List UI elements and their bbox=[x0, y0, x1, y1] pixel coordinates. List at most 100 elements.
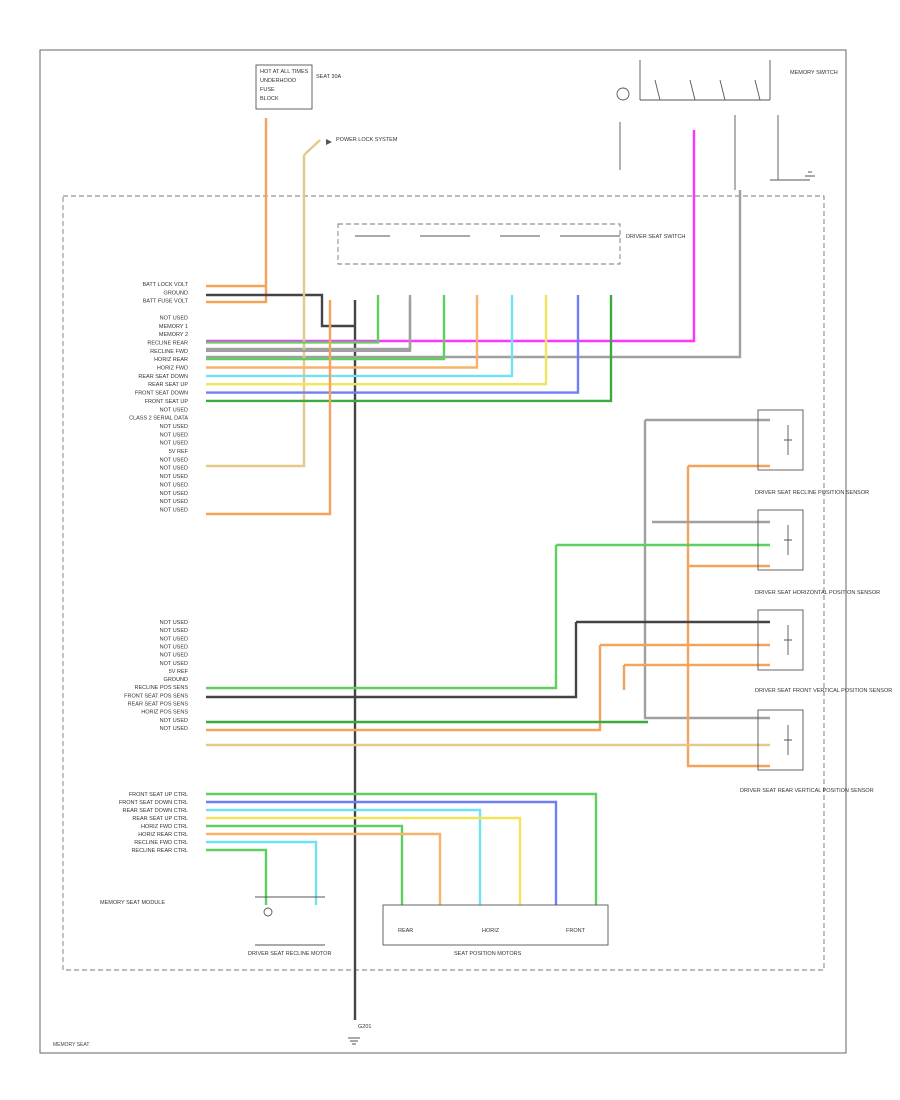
module-pin-label: NOT USED bbox=[160, 653, 188, 659]
module-pin-label: NOT USED bbox=[160, 499, 188, 505]
fuse-block-line-3: FUSE bbox=[260, 87, 275, 93]
wire-rear-up-ctrl bbox=[206, 816, 522, 905]
seat-switch-assembly: DRIVER SEAT SWITCH bbox=[337, 223, 685, 265]
sensor-3-label: DRIVER SEAT FRONT VERTICAL POSITION SENS… bbox=[755, 688, 892, 694]
recline-motor: DRIVER SEAT RECLINE MOTOR bbox=[248, 896, 331, 957]
fuse-block-line-1: HOT AT ALL TIMES bbox=[260, 69, 309, 75]
sensor-4-label: DRIVER SEAT REAR VERTICAL POSITION SENSO… bbox=[740, 788, 874, 794]
wire-sensor-2-signal bbox=[206, 543, 770, 690]
module-pin-label: NOT USED bbox=[160, 441, 188, 447]
position-sensor-3: DRIVER SEAT FRONT VERTICAL POSITION SENS… bbox=[755, 609, 892, 694]
module-pin-label: MEMORY 1 bbox=[159, 324, 188, 330]
wire-horiz-fwd-ctrl bbox=[206, 824, 404, 905]
module-pin-label: NOT USED bbox=[160, 482, 188, 488]
wire-front-down-ctrl bbox=[206, 800, 558, 905]
module-pin-label: BATT LOCK VOLT bbox=[142, 282, 188, 288]
module-pin-label: REAR SEAT DOWN bbox=[138, 374, 188, 380]
module-pin-label: NOT USED bbox=[160, 457, 188, 463]
module-pin-label: FRONT SEAT DOWN bbox=[135, 391, 188, 397]
wire-front-up-ctrl bbox=[206, 792, 598, 905]
module-pin-label: NOT USED bbox=[160, 726, 188, 732]
wire-sensor-3-signal bbox=[206, 643, 770, 732]
module-pin-label: 5V REF bbox=[169, 669, 189, 675]
module-pin-label: FRONT SEAT POS SENS bbox=[124, 693, 188, 699]
module-label: MEMORY SEAT MODULE bbox=[100, 900, 165, 906]
module-pin-label: NOT USED bbox=[160, 407, 188, 413]
wire-front-seat-up bbox=[206, 295, 613, 403]
wire-rear-seat-up bbox=[206, 295, 548, 386]
wire-horiz-rear-ctrl bbox=[206, 832, 442, 905]
seat-motors: REAR HORIZ FRONT SEAT POSITION MOTORS bbox=[382, 904, 609, 957]
position-sensor-2: DRIVER SEAT HORIZONTAL POSITION SENSOR bbox=[755, 509, 880, 596]
module-pin-label: FRONT SEAT UP CTRL bbox=[129, 792, 188, 798]
wire-recline-rear bbox=[206, 295, 380, 344]
module-pin-label: RECLINE REAR bbox=[147, 340, 188, 346]
wire-batt-lock bbox=[206, 118, 268, 288]
module-pin-label: NOT USED bbox=[160, 315, 188, 321]
ground-label: G201 bbox=[358, 1024, 371, 1030]
sensor-2-label: DRIVER SEAT HORIZONTAL POSITION SENSOR bbox=[755, 590, 880, 596]
module-pin-label: RECLINE FWD bbox=[150, 349, 188, 355]
module-pin-label: HORIZ REAR bbox=[154, 357, 188, 363]
module-pin-label: MEMORY 2 bbox=[159, 332, 188, 338]
wire-horiz-rear bbox=[206, 295, 446, 361]
module-pin-label: NOT USED bbox=[160, 636, 188, 642]
motor-label-front: FRONT bbox=[566, 928, 586, 934]
module-pin-label: HORIZ FWD CTRL bbox=[141, 824, 188, 830]
module-pin-label: NOT USED bbox=[160, 507, 188, 513]
fuse-block-line-4: BLOCK bbox=[260, 96, 279, 102]
module-pin-label: RECLINE POS SENS bbox=[135, 685, 189, 691]
wire-batt-fuse bbox=[206, 286, 268, 304]
module-pin-label: HORIZ FWD bbox=[157, 366, 188, 372]
footer-label: MEMORY SEAT bbox=[53, 1042, 89, 1048]
wire-serial-data bbox=[206, 155, 306, 468]
wire-memory-2 bbox=[206, 190, 742, 359]
wire-rear-down-ctrl bbox=[206, 808, 482, 905]
wire-5v-ref bbox=[206, 300, 332, 516]
module-pin-label: NOT USED bbox=[160, 628, 188, 634]
wire-rear-seat-down bbox=[206, 295, 514, 378]
power-lock-label: POWER LOCK SYSTEM bbox=[336, 137, 398, 143]
arrow-icon bbox=[326, 139, 332, 145]
wire-memory-feed bbox=[206, 130, 696, 343]
module-pin-label: NOT USED bbox=[160, 424, 188, 430]
wire-recline-fwd bbox=[206, 295, 412, 352]
module-pin-label: GROUND bbox=[164, 290, 188, 296]
wire-recline-fwd-ctrl bbox=[206, 840, 318, 905]
position-sensor-4: DRIVER SEAT REAR VERTICAL POSITION SENSO… bbox=[740, 709, 874, 794]
wire-recline-rear-ctrl bbox=[206, 848, 268, 905]
memory-switch: MEMORY SWITCH bbox=[616, 60, 838, 190]
module-boundary bbox=[62, 195, 825, 971]
module-pin-label: NOT USED bbox=[160, 474, 188, 480]
wire-serial-data-tail bbox=[303, 139, 321, 156]
module-pin-label: NOT USED bbox=[160, 661, 188, 667]
wire-ground bbox=[206, 293, 355, 328]
page-frame bbox=[39, 49, 847, 1054]
module-pin-label: RECLINE REAR CTRL bbox=[131, 848, 188, 854]
ground-connection: G201 bbox=[348, 1024, 371, 1045]
module-pin-label: NOT USED bbox=[160, 491, 188, 497]
module-pin-label: NOT USED bbox=[160, 718, 188, 724]
module-pin-label: NOT USED bbox=[160, 432, 188, 438]
fuse-label: SEAT 30A bbox=[316, 74, 342, 80]
seat-switch-label: DRIVER SEAT SWITCH bbox=[626, 234, 685, 240]
wire-sensor-3-ref bbox=[622, 663, 770, 690]
module-pin-label: REAR SEAT POS SENS bbox=[128, 702, 189, 708]
wire-front-seat-down bbox=[206, 295, 580, 394]
memory-switch-label: MEMORY SWITCH bbox=[790, 70, 838, 76]
module-pin-label: CLASS 2 SERIAL DATA bbox=[129, 416, 188, 422]
module-pin-label: REAR SEAT UP CTRL bbox=[132, 816, 188, 822]
seat-motors-label: SEAT POSITION MOTORS bbox=[454, 951, 522, 957]
wire-horiz-fwd bbox=[206, 295, 479, 369]
motor-label-rear: REAR bbox=[398, 928, 413, 934]
module-pin-label: HORIZ POS SENS bbox=[141, 710, 188, 716]
module-pin-label: NOT USED bbox=[160, 645, 188, 651]
wire-harness bbox=[206, 118, 770, 1020]
module-pin-label: REAR SEAT DOWN CTRL bbox=[123, 808, 189, 814]
module-pin-label: FRONT SEAT UP bbox=[145, 399, 189, 405]
wire-sensor-3-gnd bbox=[206, 620, 770, 699]
recline-motor-label: DRIVER SEAT RECLINE MOTOR bbox=[248, 951, 331, 957]
module-pin-label: 5V REF bbox=[169, 449, 189, 455]
